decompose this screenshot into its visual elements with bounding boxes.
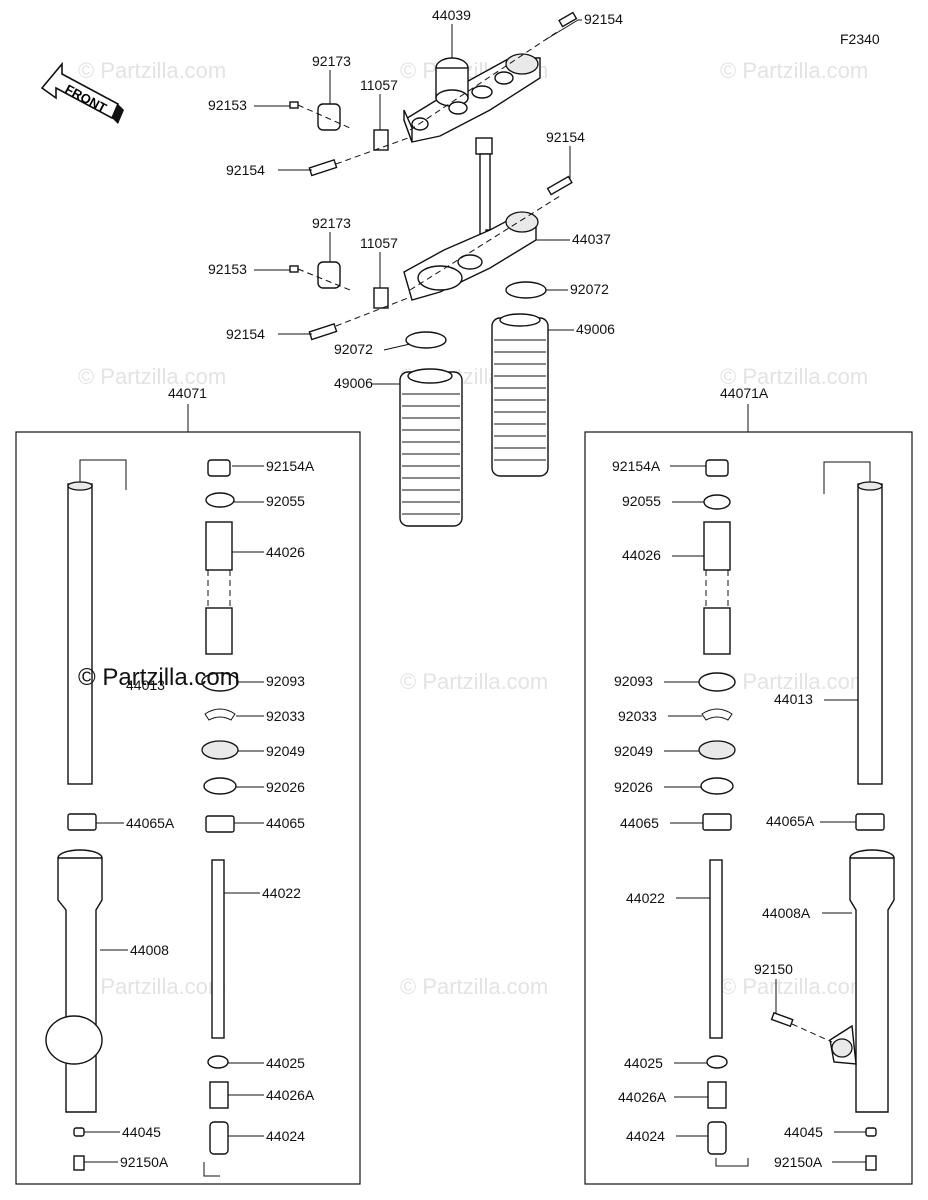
part-label: 11057 [360, 235, 398, 251]
part-label: 92154 [226, 162, 265, 178]
part-label: 49006 [576, 321, 615, 337]
part-label: 11057 [360, 77, 398, 93]
part-label: 44037 [572, 231, 611, 247]
watermark: © Partzilla.com [400, 974, 548, 999]
bushing [855, 813, 885, 831]
part-label: 92055 [622, 493, 661, 509]
part-label: 44013 [126, 677, 165, 693]
part-label: 92033 [266, 708, 305, 724]
watermark: © Partzilla.com [720, 58, 868, 83]
left-outer-tube [45, 849, 103, 1113]
part-label: 92150A [120, 1154, 169, 1170]
upper-clamp [403, 53, 541, 143]
fork-boot [399, 368, 463, 527]
part-label: 44008A [762, 905, 811, 921]
watermark: © Partzilla.com [78, 58, 226, 83]
part-label: 92049 [266, 743, 305, 759]
part-label: 92026 [266, 779, 305, 795]
bushing [67, 813, 97, 831]
part-label: 92093 [266, 673, 305, 689]
part-label: 92055 [266, 493, 305, 509]
right-inner-tube [823, 461, 883, 785]
brand-overlay: © Partzilla.com [78, 664, 240, 691]
part-label: 44026 [622, 547, 661, 563]
part-label: 92093 [614, 673, 653, 689]
part-label: 92154A [612, 458, 661, 474]
part-label: 44025 [266, 1055, 305, 1071]
left-fork-group [15, 431, 361, 1185]
part-label: 92154A [266, 458, 315, 474]
fork-boot [491, 313, 549, 477]
part-label: 44065 [620, 815, 659, 831]
watermark: © Partzilla.com [720, 974, 868, 999]
part-label: 44022 [626, 890, 665, 906]
watermarks: © Partzilla.com © Partzilla.com © Partzi… [78, 58, 868, 999]
lower-clamp [403, 211, 539, 301]
group-label: 44071A [720, 385, 769, 401]
right-upper-column [698, 459, 749, 1167]
part-label: 92072 [334, 341, 373, 357]
part-label: 44024 [266, 1128, 305, 1144]
right-fork-group [584, 431, 913, 1185]
part-label: 92049 [614, 743, 653, 759]
part-label: 92173 [312, 53, 351, 69]
watermark: © Partzilla.com [720, 364, 868, 389]
part-label: 92153 [208, 97, 247, 113]
clamp-band [505, 281, 547, 299]
drain-bolt [73, 1127, 85, 1137]
part-label: 44022 [262, 885, 301, 901]
part-label: 44026A [618, 1089, 667, 1105]
part-label: 44026 [266, 544, 305, 560]
part-label: 92026 [614, 779, 653, 795]
part-label: 92153 [208, 261, 247, 277]
part-label: 44025 [624, 1055, 663, 1071]
part-label: 44024 [626, 1128, 665, 1144]
left-upper-column [201, 459, 239, 1177]
part-label: 92033 [618, 708, 657, 724]
part-label: 44065 [266, 815, 305, 831]
group-label: 44071 [168, 385, 207, 401]
part-label: 44008 [130, 942, 169, 958]
part-label: 92173 [312, 215, 351, 231]
clamp-band [405, 331, 447, 349]
part-label: 49006 [334, 375, 373, 391]
part-label: 44065A [766, 813, 815, 829]
left-inner-tube [67, 459, 127, 785]
part-label: 44065A [126, 815, 175, 831]
part-label: 92154 [226, 326, 265, 342]
watermark: © Partzilla.com [720, 669, 868, 694]
part-label: 92154 [584, 11, 623, 27]
part-label: 44039 [432, 7, 471, 23]
part-label: 44013 [774, 691, 813, 707]
bolt [73, 1155, 85, 1171]
watermark: © Partzilla.com [78, 364, 226, 389]
watermark: © Partzilla.com [78, 974, 226, 999]
drain-bolt [865, 1127, 877, 1137]
watermark: © Partzilla.com [400, 669, 548, 694]
bolt [865, 1155, 877, 1171]
part-label: 92150 [754, 961, 793, 977]
part-label: 92154 [546, 129, 585, 145]
part-label: 44026A [266, 1087, 315, 1103]
bolt [770, 1011, 794, 1028]
figure-code: F2340 [840, 31, 880, 47]
part-label: 44045 [784, 1124, 823, 1140]
part-label: 92150A [774, 1154, 823, 1170]
part-label: 92072 [570, 281, 609, 297]
right-outer-tube [829, 849, 895, 1113]
part-label: 44045 [122, 1124, 161, 1140]
